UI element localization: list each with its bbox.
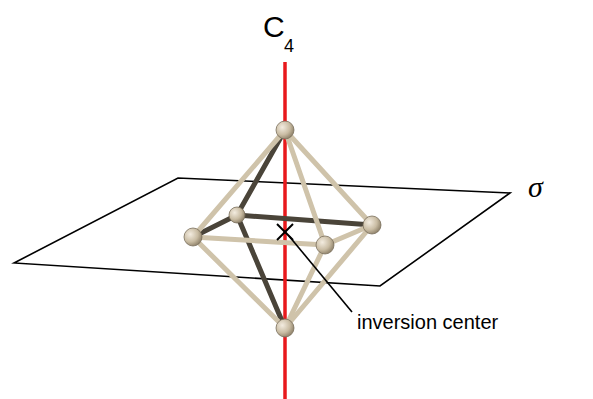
plane-label: σ: [528, 172, 543, 202]
leader-line: [289, 236, 352, 312]
front-edges: [193, 130, 372, 328]
axis-label: C: [263, 12, 285, 42]
axis-subscript: 4: [284, 37, 294, 55]
atoms: [184, 121, 381, 337]
back-edges: [193, 130, 372, 328]
callout-label: inversion center: [357, 312, 498, 332]
